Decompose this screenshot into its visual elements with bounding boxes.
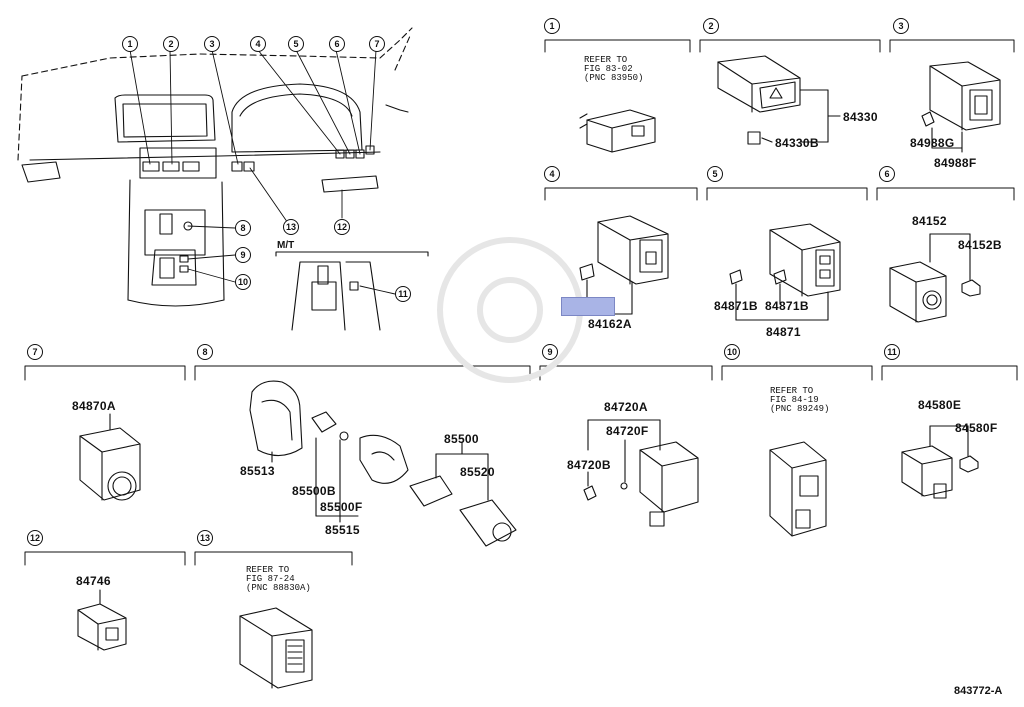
part-drawing-5 [729, 223, 841, 321]
part-label-84152: 84152 [912, 214, 947, 228]
overview-callout-11: 11 [395, 286, 411, 302]
part-drawing-9 [583, 419, 699, 527]
section-number-4: 4 [544, 166, 560, 182]
part-drawing-1 [579, 109, 656, 153]
highlight-box [561, 297, 615, 316]
part-label-84720f: 84720F [606, 424, 649, 438]
part-label-84152b: 84152B [958, 238, 1002, 252]
part-drawing-6 [889, 233, 981, 323]
section-number-9: 9 [542, 344, 558, 360]
overview-callout-1: 1 [122, 36, 138, 52]
part-label-84871: 84871 [766, 325, 801, 339]
overview-callout-13: 13 [283, 219, 299, 235]
section-number-2: 2 [703, 18, 719, 34]
section-number-11: 11 [884, 344, 900, 360]
part-label-85520: 85520 [460, 465, 495, 479]
part-label-84746: 84746 [76, 574, 111, 588]
section-number-6: 6 [879, 166, 895, 182]
part-label-84988f: 84988F [934, 156, 977, 170]
part-label-84720a: 84720A [604, 400, 648, 414]
part-label-84871b-right: 84871B [765, 299, 809, 313]
overview-callout-8: 8 [235, 220, 251, 236]
section-number-5: 5 [707, 166, 723, 182]
part-drawing-8 [249, 380, 517, 547]
overview-callout-4: 4 [250, 36, 266, 52]
part-drawing-7 [79, 413, 141, 501]
overview-callout-6: 6 [329, 36, 345, 52]
part-drawing-12 [77, 589, 127, 651]
overview-callout-10: 10 [235, 274, 251, 290]
overview-callout-12: 12 [334, 219, 350, 235]
section-number-12: 12 [27, 530, 43, 546]
part-label-84871b-left: 84871B [714, 299, 758, 313]
part-drawing-4 [579, 215, 669, 315]
part-label-84870a: 84870A [72, 399, 116, 413]
overview-callout-2: 2 [163, 36, 179, 52]
part-label-85513: 85513 [240, 464, 275, 478]
mt-inset-drawing [275, 251, 429, 331]
overview-callout-9: 9 [235, 247, 251, 263]
dashboard-overview-drawing [17, 27, 413, 307]
section-number-8: 8 [197, 344, 213, 360]
part-drawing-10 [769, 441, 827, 537]
part-drawing-11 [901, 425, 979, 499]
overview-callout-5: 5 [288, 36, 304, 52]
overview-leader-lines [129, 49, 396, 295]
overview-callout-3: 3 [204, 36, 220, 52]
watermark-shape [437, 237, 583, 383]
part-label-84580f: 84580F [955, 421, 998, 435]
part-label-84330: 84330 [843, 110, 878, 124]
section-number-3: 3 [893, 18, 909, 34]
section-brackets [24, 39, 1018, 566]
part-label-84580e: 84580E [918, 398, 962, 412]
part-label-85500: 85500 [444, 432, 479, 446]
part-label-84988g: 84988G [910, 136, 955, 150]
part-label-84162a: 84162A [588, 317, 632, 331]
part-label-85515: 85515 [325, 523, 360, 537]
section-number-1: 1 [544, 18, 560, 34]
overview-callout-7: 7 [369, 36, 385, 52]
section-number-10: 10 [724, 344, 740, 360]
figure-id: 843772-A [954, 685, 1003, 697]
part-label-85500f: 85500F [320, 500, 363, 514]
part-label-84330b: 84330B [775, 136, 819, 150]
section-number-7: 7 [27, 344, 43, 360]
mt-label: M/T [277, 240, 295, 251]
part-drawing-13 [239, 607, 313, 689]
part-label-85500b: 85500B [292, 484, 336, 498]
part-drawing-3 [921, 61, 1001, 153]
part-drawing-2 [717, 55, 841, 145]
part-label-84720b: 84720B [567, 458, 611, 472]
section-number-13: 13 [197, 530, 213, 546]
